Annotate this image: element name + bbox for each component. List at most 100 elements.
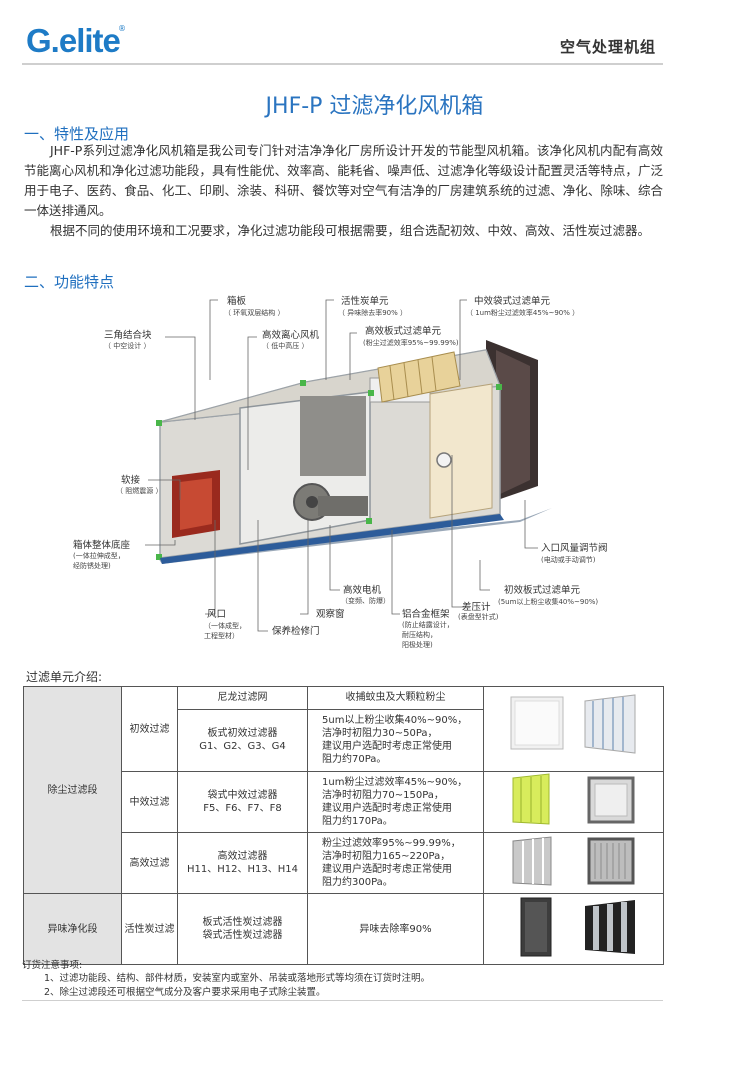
header-cell: 尼龙过滤网 [177,686,308,710]
callout-primary-filter: 初效板式过滤单元 [504,585,581,596]
callout-base-sub2: 经防锈处理) [73,562,111,570]
header-cell: 收捕蚊虫及大颗粒粉尘 [307,686,484,710]
callout-outlet-sub1: （一体成型， [204,622,246,630]
callout-hepa-sub: (粉尘过滤效率95%~99.99%) [363,339,459,347]
page-title: JHF-P 过滤净化风机箱 [265,94,484,119]
callout-leaders [145,299,538,632]
callout-motor: 高效电机 [343,585,382,596]
stage-cell: 活性炭过滤 [121,893,178,965]
callout-soft-joint-sub: （ 阻燃震源 ） [116,487,163,495]
intro-paragraph-1: JHF-P系列过滤净化风机箱是我公司专门针对洁净净化厂房所设计开发的节能型风机箱… [24,143,663,218]
callout-soft-joint: 软接 [121,475,141,486]
callout-frame: 铝合金框架 [402,609,450,620]
callout-frame-sub2: 耐压结构， [402,631,437,639]
callout-bag-filter-sub: （ 1um粉尘过滤效率45%~90% ） [466,309,580,317]
desc-line: 阻力约70Pa。 [322,754,387,766]
header-divider [22,63,663,65]
section-heading-functions: 二、功能特点 [24,273,115,291]
callout-primary-filter-sub: (5um以上粉尘收集40%~90%) [498,598,599,606]
callout-bag-filter: 中效袋式过滤单元 [474,296,551,307]
type-line: 板式活性炭过滤器 [202,917,283,928]
group-cell-odor: 异味净化段 [23,893,122,965]
callout-fan: 高效离心风机 [262,330,320,341]
callout-triangle-block: 三角结合块 [104,330,152,341]
callout-frame-sub1: (防止结露设计， [402,621,454,629]
type-line: F5、F6、F7、F8 [203,803,282,814]
hepa-filter-images [512,836,634,886]
callout-gauge-sub: (表盘型针式) [458,613,499,621]
callout-door: 保养检修门 [272,626,320,637]
type-line: G1、G2、G3、G4 [199,741,286,753]
stage-cell: 高效过滤 [121,832,178,894]
desc-line: 洁净时初阻力165~220Pa， [322,851,451,862]
table-row: 除尘过滤段 初效过滤 尼龙过滤网 收捕蚊虫及大颗粒粉尘 [23,686,664,894]
footer-divider [22,1000,663,1001]
callout-outlet: 风口 [207,609,227,620]
desc-line: 阻力约170Pa。 [322,816,393,827]
type-line: H11、H12、H13、H14 [187,864,298,875]
desc-cell: 1um粉尘过滤效率45%~90%， 洁净时初阻力70~150Pa， 建议用户选配时考… [307,771,484,833]
callout-carbon-unit-sub: （ 异味除去率90% ） [338,309,408,317]
image-cell-hepa [483,832,664,894]
desc-line: 建议用户选配时考虑正常使用 [322,741,452,753]
registered-mark: ® [118,24,126,33]
callout-gauge: 差压计 [462,602,491,613]
callout-window: 观察窗 [316,609,345,620]
filter-table-title: 过滤单元介绍: [26,670,103,684]
type-line: 板式初效过滤器 [207,728,278,740]
desc-cell: 异味去除率90% [307,893,484,965]
callout-box-panel-sub: （ 环氧双层结构 ） [224,309,285,317]
section-heading-features: 一、特性及应用 [24,125,130,143]
desc-line: 洁净时初阻力30~50Pa， [322,728,438,740]
desc-line: 1um粉尘过滤效率45%~90%， [322,777,468,788]
callout-motor-sub: （变频、防爆） [341,597,390,605]
desc-line: 洁净时初阻力70~150Pa， [322,790,444,801]
air-handler-illustration [156,340,552,564]
carbon-filter-images [520,897,635,957]
callout-hepa: 高效板式过滤单元 [365,326,442,337]
notes-title: 订货注意事项: [22,960,83,971]
callout-box-panel: 箱板 [227,296,247,307]
type-line: 袋式中效过滤器 [207,790,278,801]
note-item: 2、除尘过滤段还可根据空气成分及客户要求采用电子式除尘装置。 [44,987,326,998]
image-cell-primary [483,686,664,772]
table-row: 异味净化段 活性炭过滤 板式活性炭过滤器袋式活性炭过滤器 异味去除率90% [23,893,664,965]
header-category: 空气处理机组 [560,38,657,56]
callout-carbon-unit: 活性炭单元 [341,296,389,307]
image-cell-medium [483,771,664,833]
stage-cell: 初效过滤 [121,686,178,772]
callout-damper-sub: (电动或手动调节) [541,556,596,564]
primary-filter-images [510,694,635,754]
type-cell: 袋式中效过滤器 F5、F6、F7、F8 [177,771,308,833]
medium-filter-images [512,773,634,825]
callout-frame-sub3: 阳极处理) [402,641,433,649]
desc-line: 建议用户选配时考虑正常使用 [322,803,452,814]
callout-damper: 入口风量调节阀 [541,543,608,554]
desc-cell: 粉尘过滤效率95%~99.99%， 洁净时初阻力165~220Pa， 建议用户选配时… [307,832,484,894]
callout-base-sub1: (一体拉伸成型， [73,552,125,560]
note-item: 1、过滤功能段、结构、部件材质，安装室内或室外、吊装或落地形式等均须在订货时注明… [44,973,431,984]
group-cell-dust: 除尘过滤段 [23,686,122,894]
callout-base: 箱体整体底座 [73,540,131,551]
callout-triangle-block-sub: （ 中空设计 ） [104,342,151,350]
callout-fan-sub: （ 低中高压 ） [262,342,309,350]
stage-cell: 中效过滤 [121,771,178,833]
intro-paragraphs: JHF-P系列过滤净化风机箱是我公司专门针对洁净净化厂房所设计开发的节能型风机箱… [24,141,663,241]
brand-logo: G.elite [26,22,121,59]
type-line: 袋式活性炭过滤器 [202,930,283,941]
type-line: 高效过滤器 [217,851,268,862]
type-cell: 板式活性炭过滤器袋式活性炭过滤器 [177,893,308,965]
pressure-gauge-icon [436,452,452,468]
desc-line: 阻力约300Pa。 [322,877,393,888]
callout-outlet-sub2: 工程型材） [204,632,239,640]
desc-line: 建议用户选配时考虑正常使用 [322,864,452,875]
intro-paragraph-2: 根据不同的使用环境和工况要求，净化过滤功能段可根据需要，组合选配初效、中效、高效… [50,223,651,238]
image-cell-carbon [483,893,664,965]
desc-cell: 5um以上粉尘收集40%~90%，洁净时初阻力30~50Pa，建议用户选配时考虑… [307,708,484,773]
desc-line: 5um以上粉尘收集40%~90%， [322,715,468,727]
type-cell: 高效过滤器 H11、H12、H13、H14 [177,832,308,894]
desc-line: 粉尘过滤效率95%~99.99%， [322,838,461,849]
